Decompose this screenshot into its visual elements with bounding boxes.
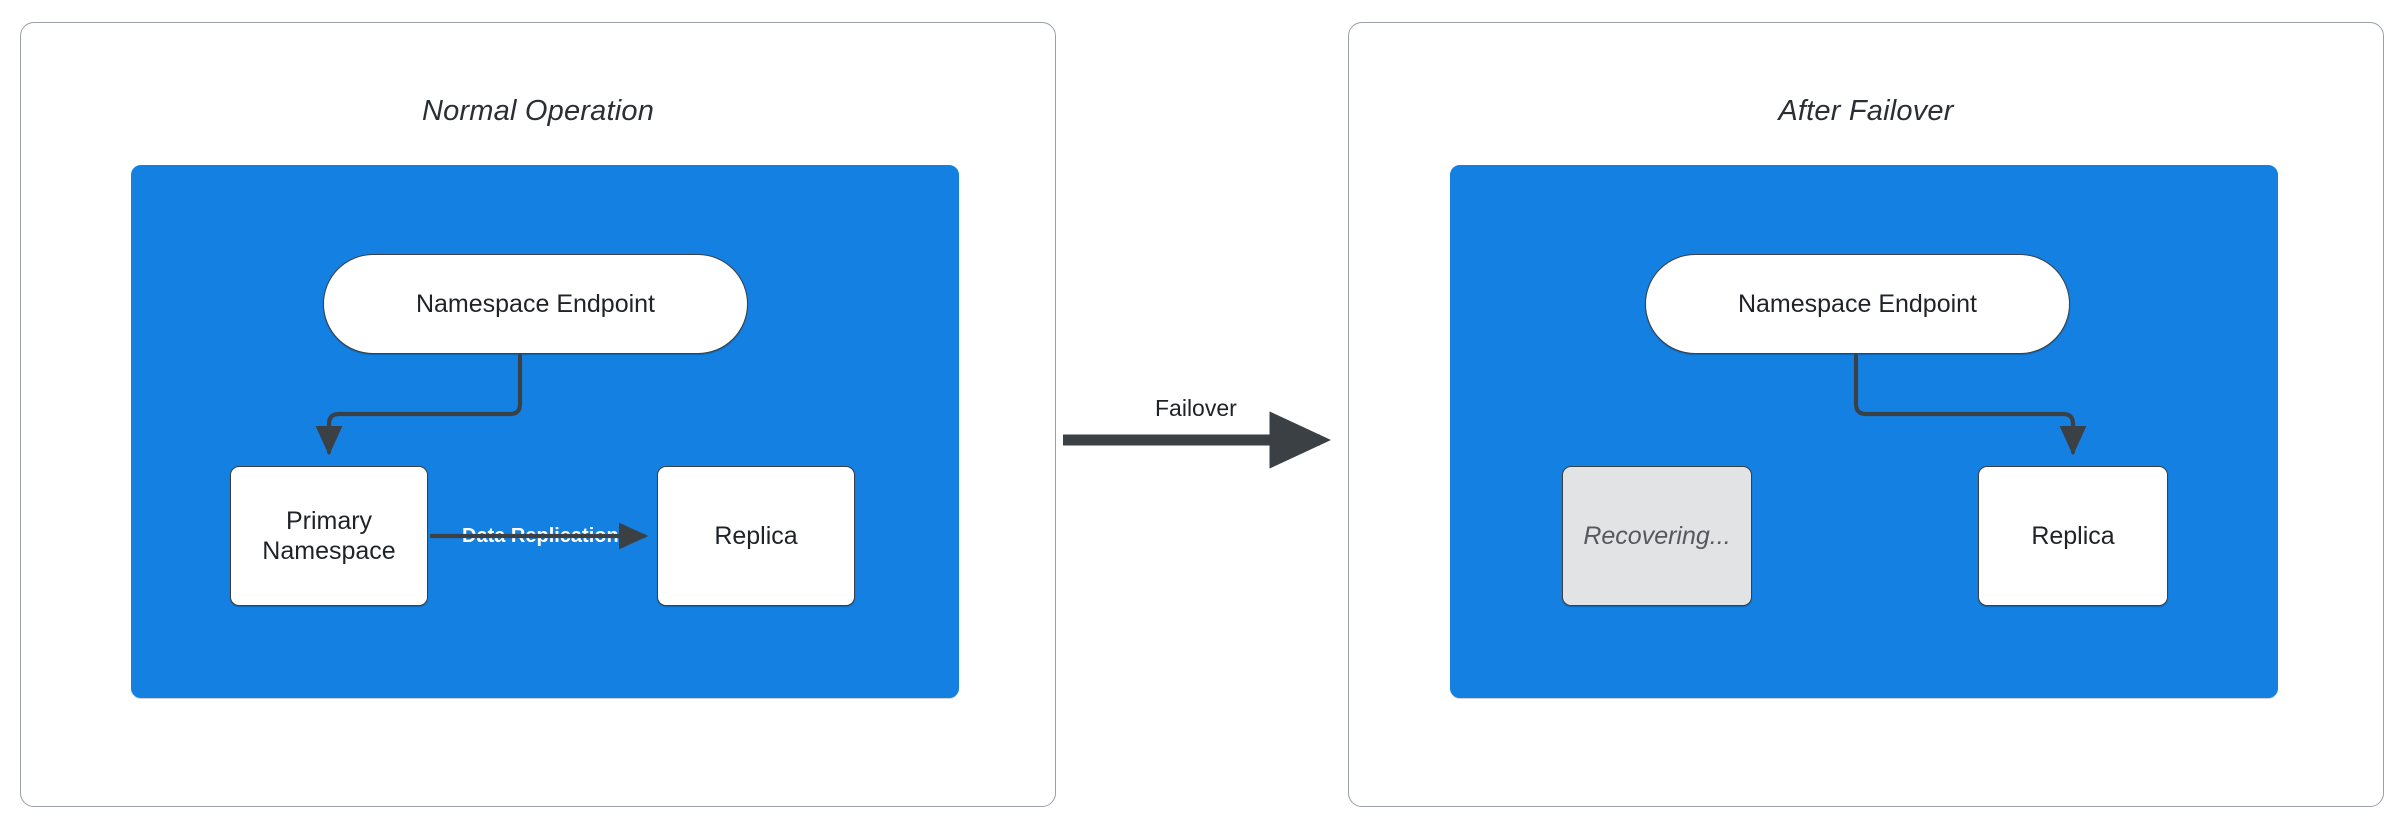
node-primary-namespace[interactable]: Primary Namespace (230, 466, 428, 606)
node-label: Primary Namespace (262, 506, 395, 567)
node-label: Recovering... (1583, 521, 1731, 550)
edge-label-data-replication: Data Replication (462, 525, 619, 547)
node-label: Replica (2031, 521, 2115, 550)
node-namespace-endpoint-right[interactable]: Namespace Endpoint (1645, 254, 2070, 354)
node-label: Namespace Endpoint (415, 289, 656, 318)
node-namespace-endpoint-left[interactable]: Namespace Endpoint (323, 254, 748, 354)
blue-region-left (131, 165, 959, 698)
node-label: Replica (714, 521, 798, 550)
node-label: Namespace Endpoint (1737, 289, 1978, 318)
node-label-line2: Namespace (262, 537, 396, 565)
node-replica-right[interactable]: Replica (1978, 466, 2168, 606)
node-recovering[interactable]: Recovering... (1562, 466, 1752, 606)
panel-left-title: Normal Operation (421, 95, 655, 127)
node-replica-left[interactable]: Replica (657, 466, 855, 606)
blue-region-right (1450, 165, 2278, 698)
edge-label-failover: Failover (1155, 395, 1237, 421)
node-label-line1: Primary (285, 506, 373, 535)
panel-right-title: After Failover (1778, 95, 1954, 127)
